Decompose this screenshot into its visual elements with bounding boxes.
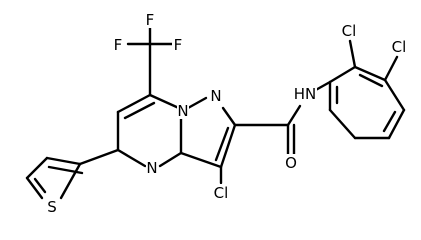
svg-text:F: F: [146, 11, 155, 29]
atom-n-bridge: N: [177, 102, 189, 120]
svg-text:Cl: Cl: [214, 184, 229, 202]
atom-n-pyrazole: N: [210, 87, 222, 105]
atom-f-top: F: [144, 11, 156, 29]
bond-lines: [25, 24, 406, 200]
atom-s-thiophene: S: [46, 198, 58, 216]
svg-text:Cl: Cl: [392, 38, 407, 56]
atom-f-right: F: [172, 36, 184, 54]
atom-f-left: F: [112, 36, 124, 54]
svg-text:HN: HN: [294, 85, 317, 103]
svg-text:S: S: [47, 198, 57, 216]
svg-text:N: N: [210, 87, 221, 105]
svg-text:N: N: [177, 102, 188, 120]
molecule-structure-diagram: F F F N N N HN O: [25, 11, 410, 216]
atom-n-pyrimidine: N: [146, 159, 158, 177]
svg-text:O: O: [285, 154, 297, 172]
atom-cl-ring-3: Cl: [210, 184, 232, 202]
atom-labels: F F F N N N HN O: [46, 11, 410, 216]
svg-text:Cl: Cl: [342, 22, 357, 40]
atom-cl-phenyl-2: Cl: [338, 22, 360, 40]
atom-hn-amide: HN: [293, 85, 317, 103]
atom-o-carbonyl: O: [284, 154, 298, 172]
svg-text:F: F: [114, 36, 123, 54]
svg-text:F: F: [174, 36, 183, 54]
atom-cl-phenyl-3: Cl: [388, 38, 410, 56]
svg-text:N: N: [146, 159, 157, 177]
